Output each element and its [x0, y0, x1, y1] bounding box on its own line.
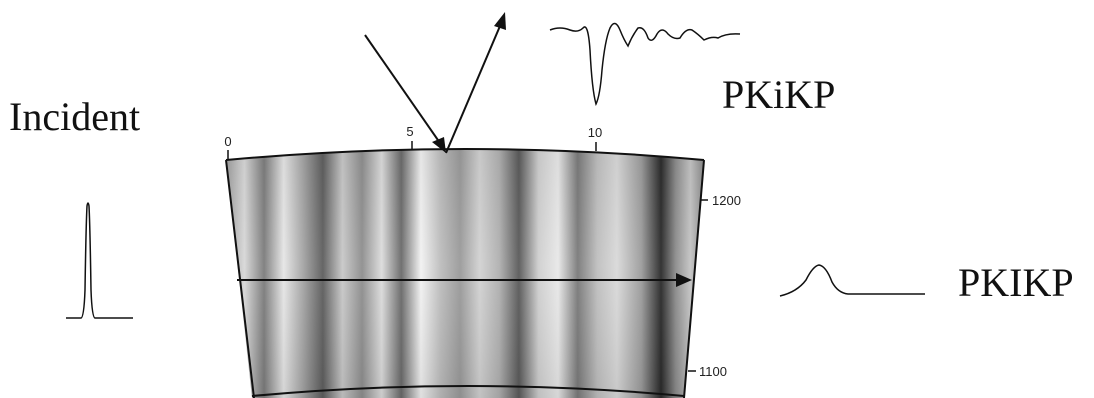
top-tick-label: 5	[406, 124, 413, 139]
reflected-ray-arrow	[445, 12, 506, 154]
top-axis: 0 5 10	[224, 124, 602, 159]
top-tick-label: 0	[224, 134, 231, 149]
pkikp-reflected-label: PKiKP	[722, 72, 835, 117]
pkikp-transmitted-label: PKIKP	[958, 260, 1074, 305]
right-tick-label: 1100	[699, 364, 727, 379]
pkikp-reflected-waveform	[549, 22, 741, 107]
transmitted-ray-arrow	[237, 273, 692, 287]
incident-pulse-waveform	[66, 202, 133, 319]
incident-ray-arrow	[364, 34, 446, 153]
pkikp-transmitted-waveform	[779, 264, 925, 297]
top-tick-label: 10	[588, 125, 602, 140]
heterogeneous-medium-panel	[226, 149, 704, 398]
right-tick-label: 1200	[712, 193, 741, 208]
right-axis: 1200 1100	[688, 193, 741, 379]
incident-label: Incident	[9, 94, 140, 139]
